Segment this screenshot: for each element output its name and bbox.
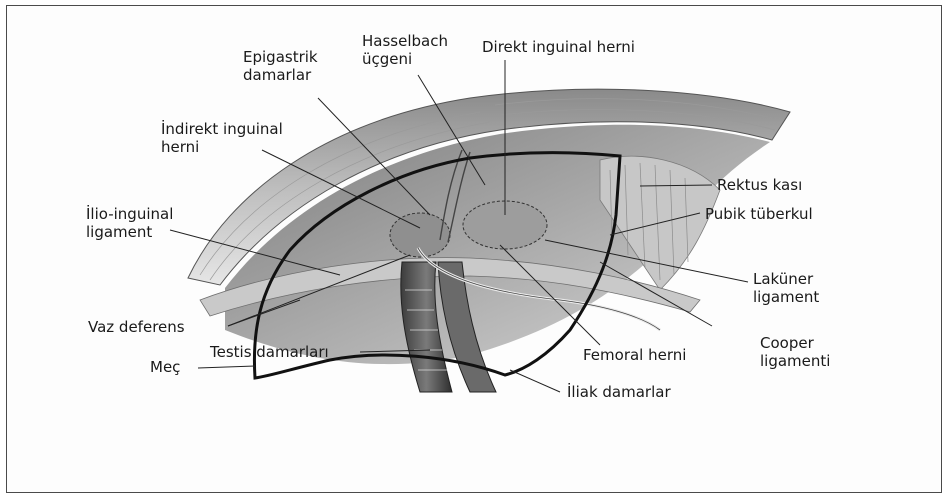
- label-iliak: İliak damarlar: [567, 383, 671, 401]
- label-cooper-line2: ligamenti: [760, 352, 830, 370]
- label-vaz-text: Vaz deferens: [88, 318, 185, 336]
- label-hasselbach: Hasselbach üçgeni: [362, 32, 448, 68]
- label-pubik: Pubik tüberkul: [705, 205, 813, 223]
- label-epigastrik: Epigastrik damarlar: [243, 48, 318, 84]
- label-ilio: İlio-inguinal ligament: [86, 205, 173, 241]
- label-femoral: Femoral herni: [583, 346, 686, 364]
- label-direkt-text: Direkt inguinal herni: [482, 38, 635, 56]
- label-pubik-text: Pubik tüberkul: [705, 205, 813, 223]
- label-indirekt-line1: İndirekt inguinal: [161, 120, 283, 138]
- label-femoral-text: Femoral herni: [583, 346, 686, 364]
- label-direkt: Direkt inguinal herni: [482, 38, 635, 56]
- label-iliak-text: İliak damarlar: [567, 383, 671, 401]
- label-cooper-line1: Cooper: [760, 334, 830, 352]
- label-cooper: Cooper ligamenti: [760, 334, 830, 370]
- label-hasselbach-line2: üçgeni: [362, 50, 448, 68]
- label-epigastrik-line1: Epigastrik: [243, 48, 318, 66]
- label-lakuner-line1: Laküner: [753, 270, 819, 288]
- label-ilio-line1: İlio-inguinal: [86, 205, 173, 223]
- label-rektus-text: Rektus kası: [717, 176, 802, 194]
- label-hasselbach-line1: Hasselbach: [362, 32, 448, 50]
- label-vaz: Vaz deferens: [88, 318, 185, 336]
- label-mec-text: Meç: [150, 358, 180, 376]
- label-mec: Meç: [150, 358, 180, 376]
- label-testis-text: Testis damarları: [210, 343, 329, 361]
- label-epigastrik-line2: damarlar: [243, 66, 318, 84]
- label-lakuner: Laküner ligament: [753, 270, 819, 306]
- label-indirekt: İndirekt inguinal herni: [161, 120, 283, 156]
- label-lakuner-line2: ligament: [753, 288, 819, 306]
- label-rektus: Rektus kası: [717, 176, 802, 194]
- label-ilio-line2: ligament: [86, 223, 173, 241]
- label-testis: Testis damarları: [210, 343, 329, 361]
- label-indirekt-line2: herni: [161, 138, 283, 156]
